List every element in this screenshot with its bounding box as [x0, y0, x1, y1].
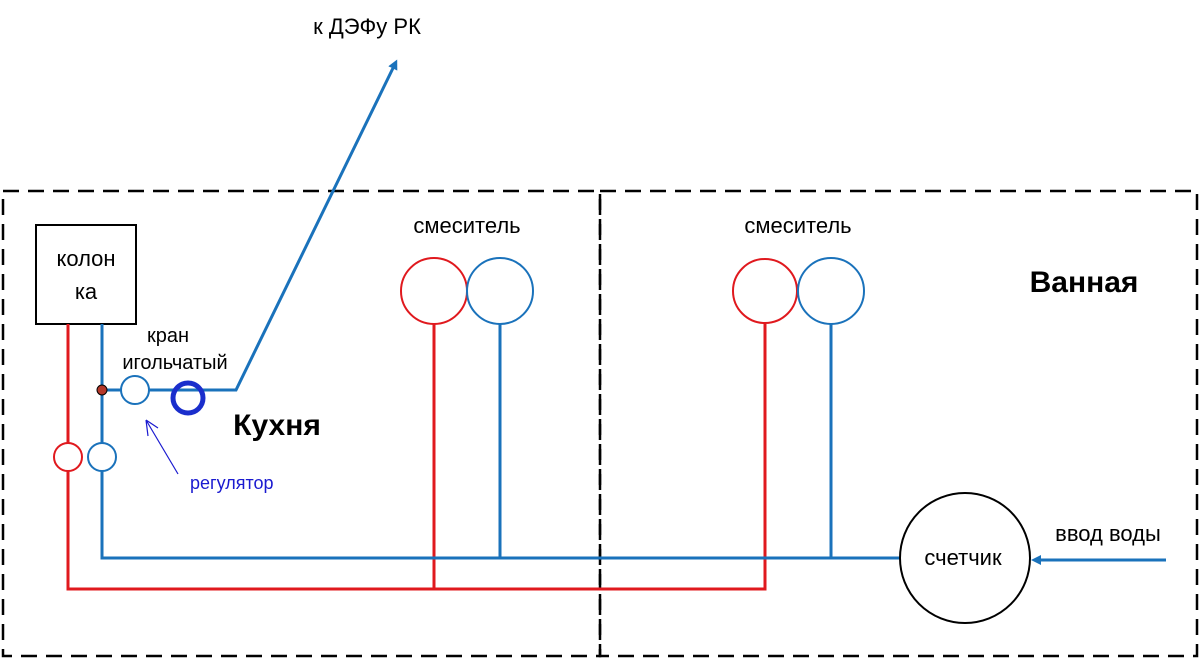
water-meter-circle — [899, 492, 1031, 624]
kitchen-mixer-label: смеситель — [413, 213, 520, 238]
meter-label: счетчик — [924, 545, 1002, 570]
bath-mixer-label: смеситель — [744, 213, 851, 238]
needle-valve-icon — [170, 380, 206, 416]
heater-label-line1: колон — [56, 246, 115, 271]
kitchen-room-boundary — [1, 189, 602, 658]
hot-valve-circle — [53, 442, 83, 472]
bath-mixer-cold — [797, 257, 865, 325]
cold-water-pipe — [100, 324, 900, 560]
valve-label-line1: кран — [147, 325, 189, 347]
regulator-label: регулятор — [190, 473, 274, 493]
dep-target-label: к ДЭФу РК — [313, 14, 421, 39]
junction-dot — [96, 384, 108, 396]
water-inlet-label: ввод воды — [1055, 521, 1161, 546]
heater-label-line2: ка — [75, 279, 98, 304]
bathroom-room-boundary — [598, 189, 1199, 658]
water-heater-box — [35, 224, 137, 325]
bathroom-label: Ванная — [1030, 266, 1139, 299]
gas-branch-pipe — [102, 59, 398, 392]
valve-label-line2: игольчатый — [122, 352, 227, 374]
kitchen-label: Кухня — [233, 409, 321, 442]
regulator-circle — [120, 375, 150, 405]
kitchen-mixer-cold — [466, 257, 534, 325]
bath-mixer-hot — [732, 258, 798, 324]
cold-valve-circle — [87, 442, 117, 472]
kitchen-mixer-hot — [400, 257, 468, 325]
regulator-pointer-arrow — [145, 419, 179, 475]
